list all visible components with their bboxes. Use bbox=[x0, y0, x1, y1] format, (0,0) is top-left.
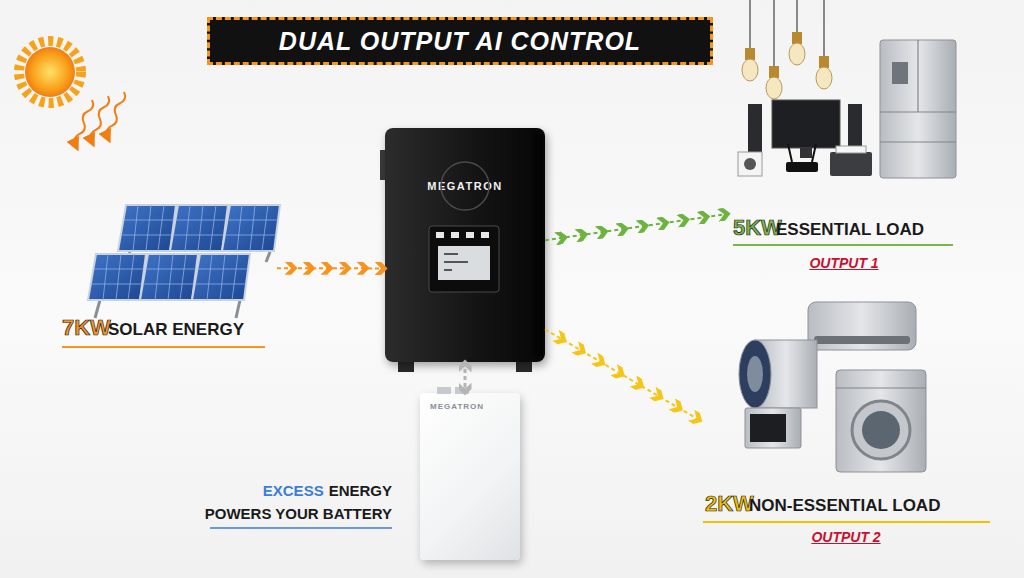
node-label: SOLAR ENERGY bbox=[108, 321, 278, 340]
solar-panel bbox=[88, 254, 146, 300]
washing-machine bbox=[836, 370, 926, 472]
refrigerator bbox=[880, 40, 956, 178]
bulb-socket bbox=[792, 32, 802, 44]
non-essential-appliances bbox=[739, 302, 926, 472]
bulb-socket bbox=[769, 66, 779, 78]
caption-text: EXCESS bbox=[263, 483, 324, 500]
underline bbox=[62, 346, 265, 348]
bulb-socket bbox=[745, 48, 755, 60]
sun-rays bbox=[19, 41, 81, 103]
solar-panel bbox=[222, 205, 280, 251]
underline bbox=[703, 521, 990, 523]
inverter-box: MEGATRON bbox=[385, 128, 545, 362]
router-antenna bbox=[788, 144, 816, 162]
water-heater-end bbox=[739, 340, 771, 408]
sun bbox=[19, 41, 81, 103]
flow-arrow bbox=[277, 267, 385, 269]
underline bbox=[733, 244, 953, 246]
node-label: ESSENTIAL LOAD bbox=[776, 221, 960, 240]
printer-paper bbox=[836, 146, 866, 153]
subwoofer-cone bbox=[744, 158, 756, 170]
air-conditioner bbox=[808, 302, 916, 350]
ac-vent bbox=[814, 336, 910, 344]
solar-panels bbox=[88, 205, 280, 318]
flow-arrow bbox=[464, 362, 467, 393]
speaker bbox=[848, 104, 862, 154]
caption-text: POWERS YOUR BATTERY bbox=[205, 506, 392, 523]
subwoofer bbox=[738, 152, 762, 176]
node-label: OUTPUT 1 bbox=[728, 256, 960, 271]
television bbox=[772, 100, 840, 148]
node-label: MEGATRON bbox=[385, 180, 545, 192]
solar-panel bbox=[170, 205, 228, 251]
flow-arrow bbox=[545, 329, 700, 420]
sun-beams bbox=[73, 91, 127, 146]
light-bulb bbox=[789, 43, 805, 65]
sun-disc bbox=[25, 47, 75, 97]
printer bbox=[830, 152, 872, 176]
sun-beam bbox=[89, 95, 111, 142]
washer-panel-line bbox=[836, 388, 926, 389]
fridge-dispenser bbox=[892, 62, 908, 84]
panel-stand bbox=[95, 252, 270, 318]
water-heater-valve bbox=[747, 356, 763, 392]
water-heater bbox=[755, 340, 817, 408]
light-bulb bbox=[816, 67, 832, 89]
bulb-socket bbox=[819, 56, 829, 68]
node-label: NON-ESSENTIAL LOAD bbox=[749, 497, 992, 516]
title-banner: DUAL OUTPUT AI CONTROL bbox=[207, 17, 713, 65]
bulb-cord bbox=[750, 0, 824, 66]
washer-glass bbox=[862, 411, 900, 449]
microwave-window bbox=[750, 414, 786, 442]
node-label: OUTPUT 2 bbox=[700, 530, 992, 545]
solar-panel bbox=[118, 205, 176, 251]
light-bulb bbox=[766, 77, 782, 99]
speaker bbox=[748, 104, 762, 154]
non-essential-load: 2KWNON-ESSENTIAL LOAD OUTPUT 2 bbox=[700, 298, 992, 548]
tv-stand bbox=[800, 148, 812, 158]
solar-panel bbox=[192, 254, 250, 300]
flow-arrow bbox=[545, 214, 728, 241]
node-label: MEGATRON bbox=[430, 403, 510, 412]
battery-box: MEGATRON bbox=[420, 393, 520, 560]
diagram-title: DUAL OUTPUT AI CONTROL bbox=[279, 27, 641, 56]
microwave bbox=[745, 408, 801, 448]
sun-beam bbox=[73, 99, 95, 146]
sun-beam bbox=[105, 91, 127, 138]
washer-door bbox=[852, 401, 910, 459]
node-label: 5KW bbox=[733, 216, 779, 240]
light-bulb bbox=[742, 59, 758, 81]
caption-text: ENERGY bbox=[329, 483, 392, 500]
underline bbox=[210, 527, 392, 529]
node-label: 2KW bbox=[705, 492, 751, 516]
essential-appliances bbox=[738, 0, 956, 178]
essential-load: 5KWESSENTIAL LOAD OUTPUT 1 bbox=[728, 20, 960, 275]
node-label: 7KW bbox=[62, 316, 112, 340]
solar-source: 7KWSOLAR ENERGY bbox=[62, 200, 277, 355]
fridge-doors bbox=[880, 40, 956, 142]
solar-panel bbox=[140, 254, 198, 300]
router bbox=[786, 162, 818, 172]
